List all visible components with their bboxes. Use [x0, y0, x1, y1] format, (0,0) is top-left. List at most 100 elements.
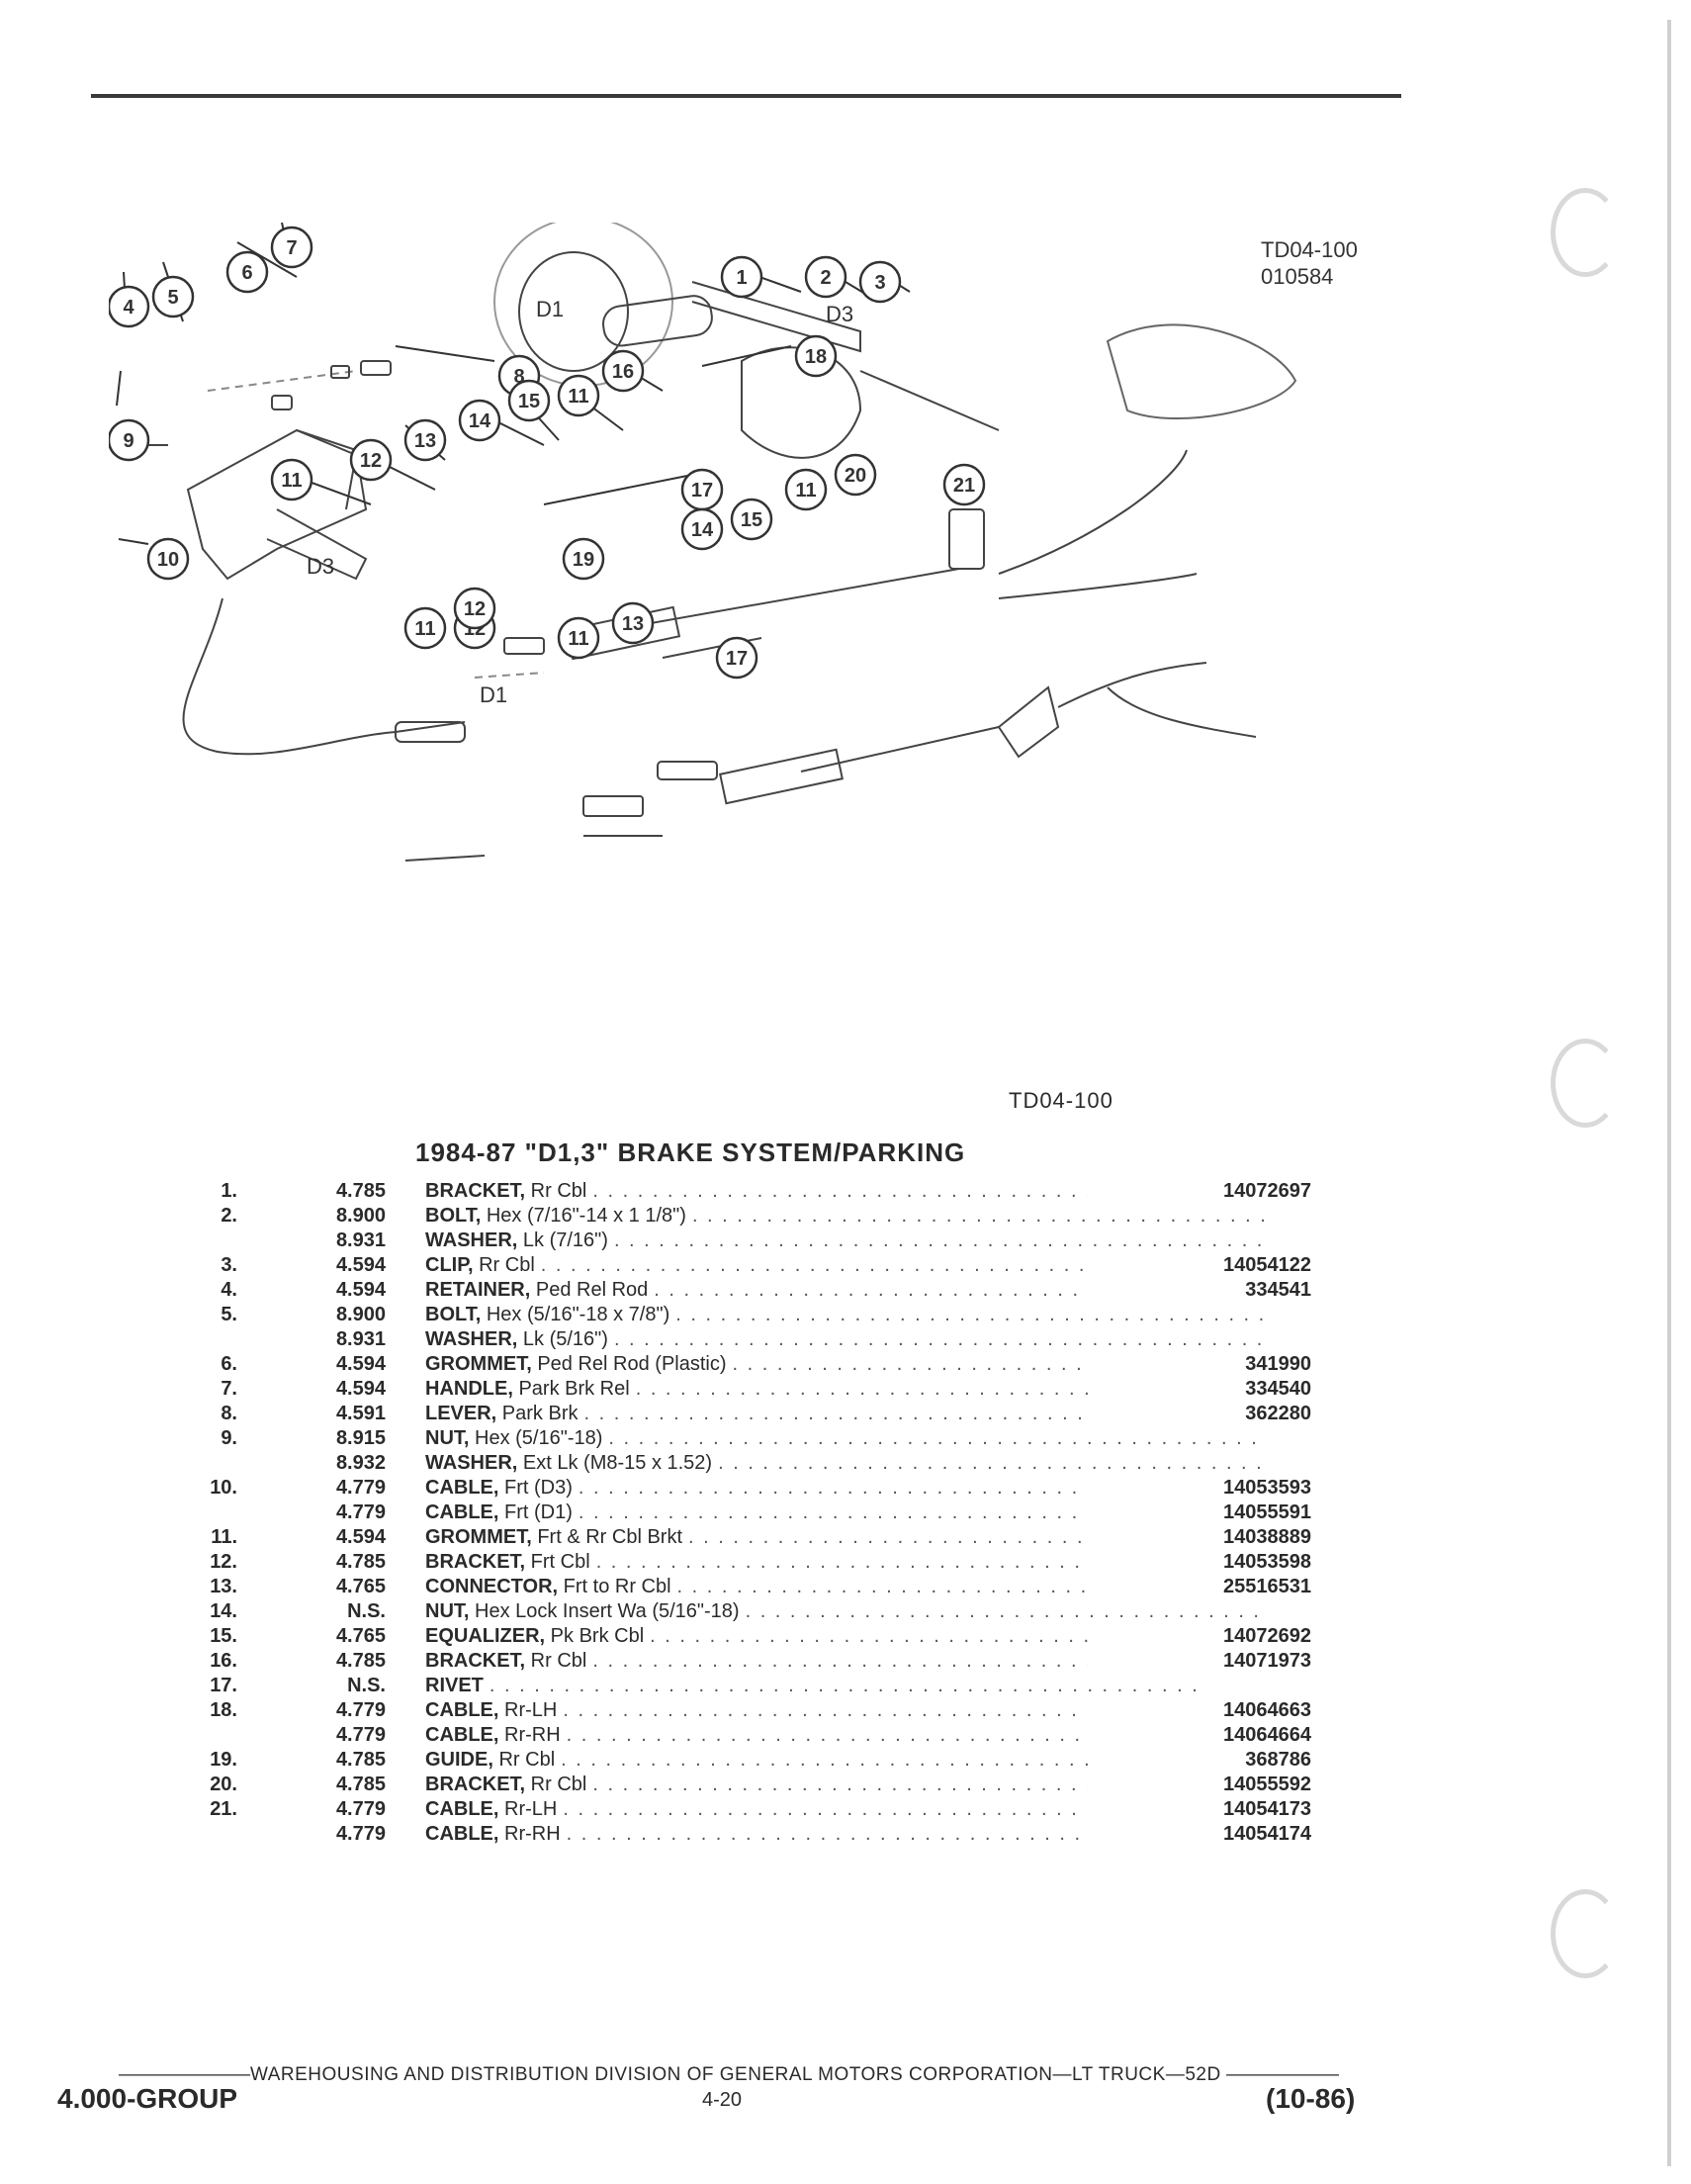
part-number: 341990: [1088, 1352, 1311, 1377]
parts-row: 17.N.S.RIVET. . . . . . . . . . . . . . …: [178, 1674, 1236, 1698]
group-code: 4.779: [335, 1724, 386, 1746]
part-description: BOLT, Hex (5/16"-18 x 7/8"). . . . . . .…: [425, 1303, 1266, 1327]
svg-text:21: 21: [953, 475, 975, 497]
callout-2: 2: [804, 255, 847, 299]
part-name: NUT,: [425, 1600, 470, 1622]
item-number: 7.: [221, 1378, 237, 1400]
part-number: 334540: [1088, 1377, 1311, 1402]
group-code: 4.594: [335, 1254, 386, 1276]
part-name: LEVER,: [425, 1403, 497, 1424]
item-number: 20.: [210, 1774, 237, 1795]
part-name: EQUALIZER,: [425, 1625, 546, 1647]
item-number: 9.: [221, 1427, 237, 1449]
part-number: 25516531: [1088, 1575, 1311, 1599]
svg-text:12: 12: [464, 598, 486, 620]
item-number: 6.: [221, 1353, 237, 1375]
part-name: CLIP,: [425, 1254, 474, 1276]
part-description: WASHER, Lk (7/16"). . . . . . . . . . . …: [425, 1228, 1266, 1253]
svg-text:11: 11: [568, 386, 588, 408]
callout-11: 11: [270, 458, 313, 501]
part-number: 14072692: [1088, 1624, 1311, 1649]
svg-text:16: 16: [612, 361, 634, 383]
group-code: 4.779: [335, 1823, 386, 1845]
figure-ref-top: TD04-100: [1261, 237, 1358, 262]
svg-text:9: 9: [123, 430, 134, 452]
callout-16: 16: [601, 349, 645, 393]
group-code: 4.779: [335, 1798, 386, 1820]
svg-text:2: 2: [820, 267, 831, 289]
part-description: NUT, Hex (5/16"-18). . . . . . . . . . .…: [425, 1426, 1266, 1451]
part-name: BRACKET,: [425, 1650, 526, 1672]
group-code: 4.785: [335, 1551, 386, 1573]
group-code: 4.594: [335, 1378, 386, 1400]
part-description: NUT, Hex Lock Insert Wa (5/16"-18). . . …: [425, 1599, 1266, 1624]
callout-13: 13: [611, 601, 655, 645]
callout-15: 15: [507, 379, 551, 422]
item-number: 4.: [221, 1279, 237, 1301]
group-code: 4.779: [335, 1699, 386, 1721]
svg-text:10: 10: [157, 549, 179, 571]
callout-3: 3: [858, 260, 902, 304]
item-number: 10.: [210, 1477, 237, 1499]
svg-text:12: 12: [360, 450, 382, 472]
part-number: 14055592: [1088, 1773, 1311, 1797]
callout-1: 1: [720, 255, 763, 299]
svg-text:3: 3: [874, 272, 885, 294]
figure-reference: TD04-100: [1009, 1088, 1113, 1113]
footer-date: (10-86): [1266, 2083, 1356, 2114]
part-number: 14064664: [1088, 1723, 1311, 1748]
part-number: 14053598: [1088, 1550, 1311, 1575]
group-code: 4.594: [335, 1526, 386, 1548]
part-number: 14055591: [1088, 1501, 1311, 1525]
group-code: 8.900: [335, 1205, 386, 1227]
svg-text:7: 7: [286, 237, 297, 259]
item-number: 17.: [210, 1675, 237, 1696]
svg-text:6: 6: [241, 262, 252, 284]
callout-11: 11: [557, 374, 600, 417]
group-code: 4.594: [335, 1279, 386, 1301]
svg-text:14: 14: [469, 410, 491, 432]
footer-division: WAREHOUSING AND DISTRIBUTION DIVISION OF…: [250, 2064, 1221, 2085]
view-label-d3-top: D3: [826, 302, 853, 326]
part-number: 14071973: [1088, 1649, 1311, 1674]
figure-ref-date: 010584: [1261, 264, 1333, 289]
part-name: GROMMET,: [425, 1526, 532, 1548]
part-name: GROMMET,: [425, 1353, 532, 1375]
svg-text:13: 13: [414, 430, 436, 452]
view-label-d1-top: D1: [536, 297, 564, 321]
svg-text:13: 13: [622, 613, 644, 635]
svg-text:14: 14: [691, 519, 714, 541]
item-number: 18.: [210, 1699, 237, 1721]
part-name: CABLE,: [425, 1798, 499, 1820]
callout-17: 17: [680, 468, 724, 511]
group-code: 4.785: [335, 1749, 386, 1771]
svg-text:19: 19: [573, 549, 594, 571]
leader-dots: . . . . . . . . . . . . . . . . . . . . …: [675, 1304, 1266, 1325]
svg-text:15: 15: [518, 391, 540, 412]
leader-dots: . . . . . . . . . . . . . . . . . . . . …: [745, 1600, 1266, 1622]
binder-edge: [1667, 20, 1671, 2166]
part-name: GUIDE,: [425, 1749, 493, 1771]
part-number: 14054174: [1088, 1822, 1311, 1847]
part-name: NUT,: [425, 1427, 470, 1449]
callout-6: 6: [225, 250, 269, 294]
part-description: WASHER, Ext Lk (M8-15 x 1.52). . . . . .…: [425, 1451, 1266, 1476]
svg-text:5: 5: [167, 287, 178, 309]
svg-text:4: 4: [123, 297, 134, 318]
callout-5: 5: [151, 275, 195, 318]
punch-hole-top: [1551, 188, 1620, 277]
part-name: RETAINER,: [425, 1279, 531, 1301]
part-name: BOLT,: [425, 1205, 482, 1227]
footer-group: 4.000-GROUP: [57, 2083, 238, 2114]
